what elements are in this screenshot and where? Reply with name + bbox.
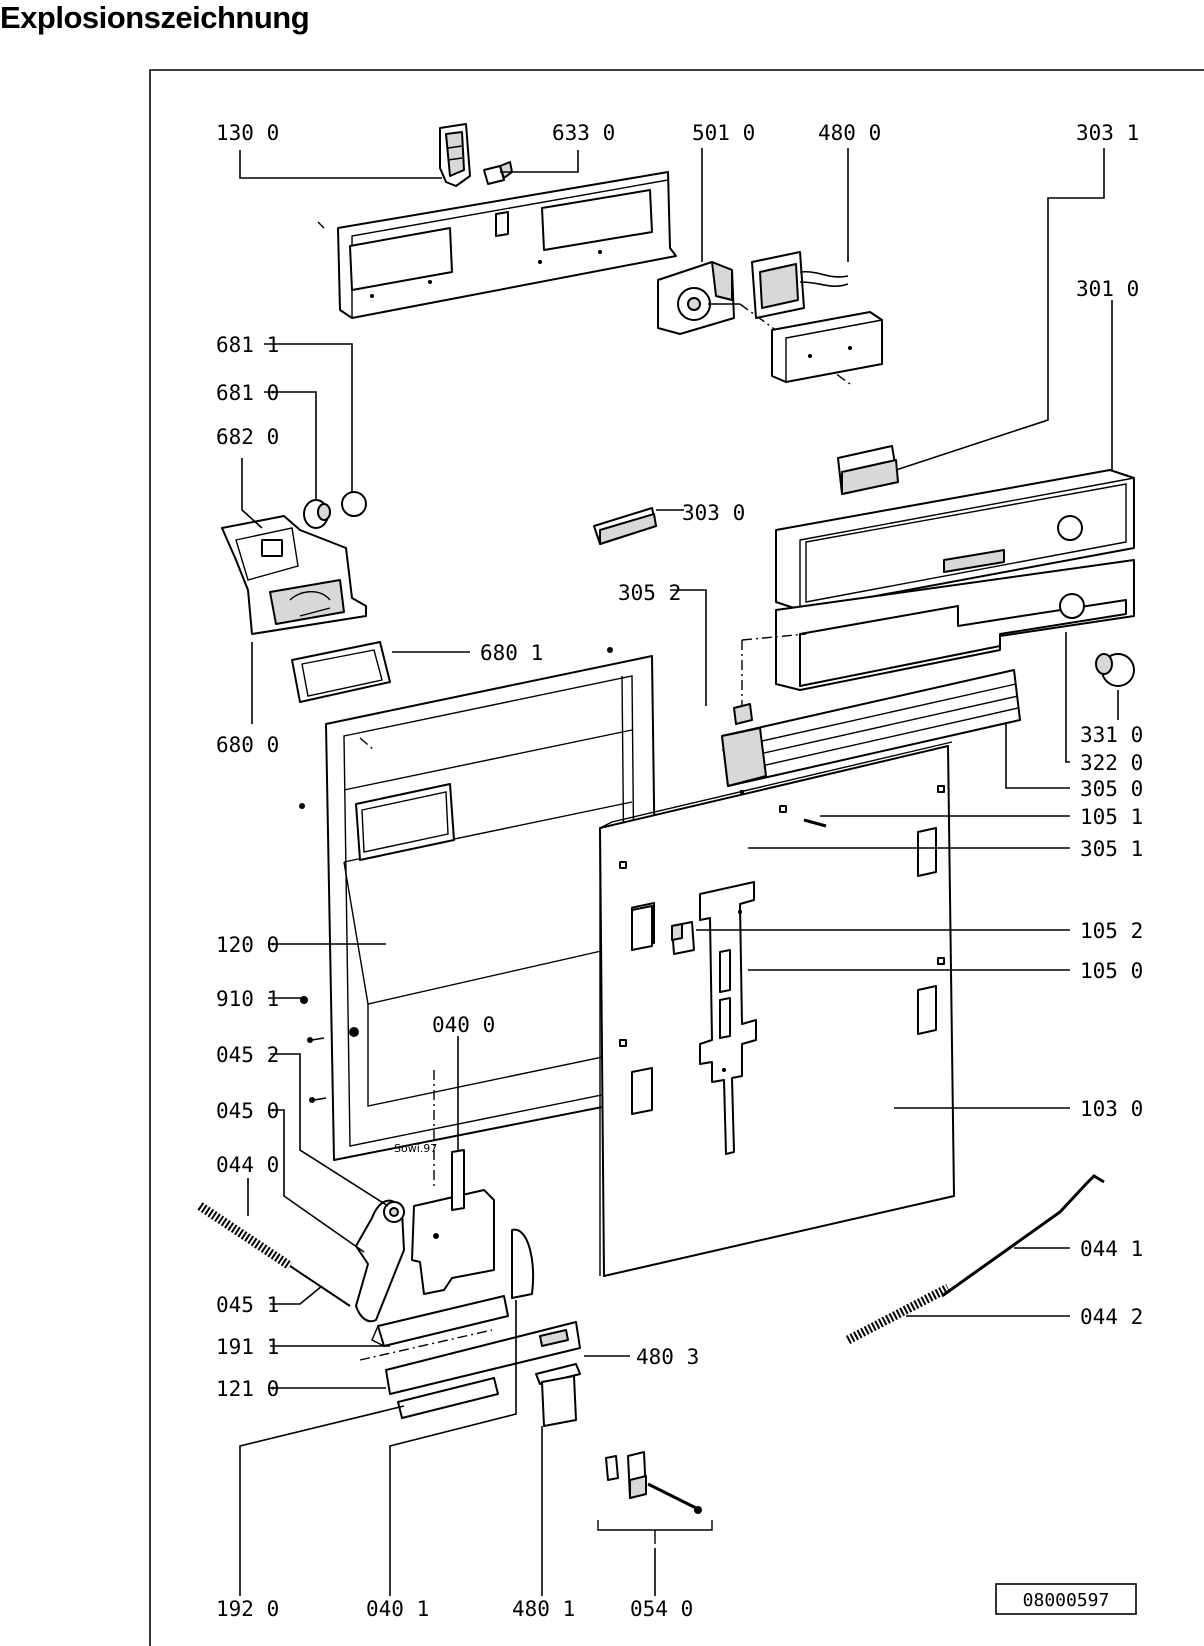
clip-633 bbox=[483, 161, 513, 185]
clip-305-2 bbox=[733, 703, 753, 725]
part-label: 680 0 bbox=[216, 733, 279, 757]
timer-bracket bbox=[771, 311, 883, 383]
knob-331 bbox=[1095, 653, 1135, 687]
part-label: 044 1 bbox=[1080, 1237, 1143, 1261]
hinge-arm-045 bbox=[355, 1199, 405, 1323]
cover-480-1 bbox=[541, 1375, 577, 1427]
part-label: 044 2 bbox=[1080, 1305, 1143, 1329]
part-label: 191 1 bbox=[216, 1335, 279, 1359]
control-panel-301 bbox=[775, 469, 1135, 611]
part-label: 681 1 bbox=[216, 333, 279, 357]
handle-303-1 bbox=[837, 445, 899, 495]
ring-681-1 bbox=[341, 491, 367, 517]
clip-105-2 bbox=[671, 921, 695, 955]
screws-910 bbox=[300, 996, 327, 1103]
part-label: 682 0 bbox=[216, 425, 279, 449]
part-label: 120 0 bbox=[216, 933, 279, 957]
part-label: 322 0 bbox=[1080, 751, 1143, 775]
timer-501 bbox=[657, 261, 851, 385]
part-label: 633 0 bbox=[552, 121, 615, 145]
plate-040-1 bbox=[511, 1228, 534, 1299]
spring-044-0 bbox=[197, 1202, 351, 1307]
cap-681-0 bbox=[303, 499, 331, 529]
part-label: 054 0 bbox=[630, 1597, 693, 1621]
part-label: 305 0 bbox=[1080, 777, 1143, 801]
stamp-text: Sowi.97 bbox=[394, 1142, 437, 1155]
part-label: 910 1 bbox=[216, 987, 279, 1011]
part-label: 121 0 bbox=[216, 1377, 279, 1401]
part-label: 480 0 bbox=[818, 121, 881, 145]
leader-lines bbox=[239, 148, 1119, 1596]
part-label: 045 0 bbox=[216, 1099, 279, 1123]
gasket-680-1 bbox=[291, 641, 391, 703]
part-label: 501 0 bbox=[692, 121, 755, 145]
reference-number-box: 08000597 bbox=[995, 1583, 1137, 1615]
part-label: 130 0 bbox=[216, 121, 279, 145]
outer-door-103 bbox=[599, 741, 955, 1277]
part-label: 305 1 bbox=[1080, 837, 1143, 861]
handle-303-0 bbox=[593, 507, 657, 545]
panel-322 bbox=[775, 559, 1135, 691]
top-bracket bbox=[317, 171, 677, 319]
part-label: 045 2 bbox=[216, 1043, 279, 1067]
part-label: 105 0 bbox=[1080, 959, 1143, 983]
dispenser-682 bbox=[221, 515, 367, 635]
rod-044-1 bbox=[941, 1174, 1105, 1298]
rail-191 bbox=[359, 1295, 509, 1361]
part-labels: 130 0 633 0 501 0 480 0 303 1 301 0 681 … bbox=[216, 121, 1143, 1621]
connector-480-3 bbox=[535, 1363, 581, 1385]
latch-plate-105 bbox=[699, 881, 757, 1155]
part-label: 331 0 bbox=[1080, 723, 1143, 747]
diagram-frame bbox=[149, 69, 1204, 1646]
part-label: 040 1 bbox=[366, 1597, 429, 1621]
part-label: 480 3 bbox=[636, 1345, 699, 1369]
part-label: 480 1 bbox=[512, 1597, 575, 1621]
switch-130 bbox=[439, 123, 471, 187]
pin-105-1 bbox=[803, 818, 827, 828]
spring-044-2 bbox=[845, 1284, 951, 1344]
rail-192 bbox=[397, 1377, 499, 1419]
part-label: 681 0 bbox=[216, 381, 279, 405]
reference-number: 08000597 bbox=[1023, 1590, 1110, 1611]
part-label: 303 0 bbox=[682, 501, 745, 525]
profile-305 bbox=[721, 633, 1021, 787]
page-title: Explosionszeichnung bbox=[0, 0, 310, 35]
part-label: 044 0 bbox=[216, 1153, 279, 1177]
part-label: 301 0 bbox=[1076, 277, 1139, 301]
part-label: 303 1 bbox=[1076, 121, 1139, 145]
part-label: 105 2 bbox=[1080, 919, 1143, 943]
part-label: 045 1 bbox=[216, 1293, 279, 1317]
part-label: 305 2 bbox=[618, 581, 681, 605]
kit-054 bbox=[597, 1451, 713, 1544]
hinge-plate-040 bbox=[411, 1070, 495, 1295]
rail-121 bbox=[385, 1321, 581, 1395]
part-label: 103 0 bbox=[1080, 1097, 1143, 1121]
part-label: 040 0 bbox=[432, 1013, 495, 1037]
part-label: 105 1 bbox=[1080, 805, 1143, 829]
part-label: 680 1 bbox=[480, 641, 543, 665]
connector-480 bbox=[751, 251, 849, 319]
part-label: 192 0 bbox=[216, 1597, 279, 1621]
